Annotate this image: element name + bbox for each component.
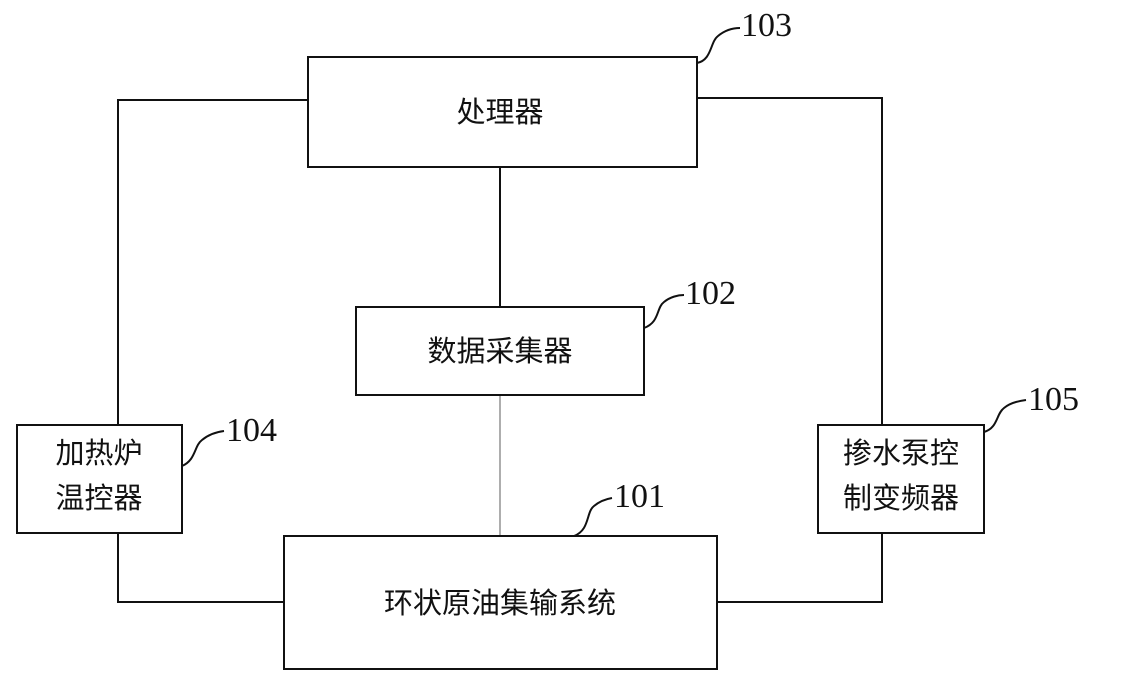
ref-105: 105	[1028, 381, 1079, 418]
leader-102	[643, 294, 685, 329]
data-collector-label: 数据采集器	[427, 334, 572, 368]
connection-lines	[117, 97, 883, 603]
heater-temp-controller-box	[16, 424, 183, 534]
link-heater-controller-to-oil-system	[117, 533, 284, 603]
oil-gathering-system-block: 环状原油集输系统	[283, 535, 718, 670]
link-pump-controller-to-oil-system	[717, 533, 883, 603]
ref-104: 104	[226, 412, 277, 449]
data-collector-box	[355, 306, 645, 396]
oil-gathering-system-label: 环状原油集输系统	[384, 586, 616, 620]
leader-105	[983, 399, 1027, 433]
processor-label: 处理器	[456, 95, 543, 129]
ref-103: 103	[741, 7, 792, 44]
pump-freq-converter-box	[817, 424, 985, 534]
link-processor-to-heater-controller	[117, 99, 308, 425]
heater-temp-controller-block: 加热炉 温控器	[16, 424, 183, 534]
link-processor-to-pump-controller	[697, 97, 883, 425]
oil-gathering-system-box	[283, 535, 718, 670]
leader-104	[181, 430, 225, 467]
processor-box	[307, 56, 698, 168]
pump-freq-converter-block: 掺水泵控 制变频器	[817, 424, 985, 534]
pump-freq-converter-label-line1: 掺水泵控	[843, 436, 959, 470]
leader-103	[696, 27, 741, 64]
pump-freq-converter-label-line2: 制变频器	[843, 481, 959, 515]
processor-block: 处理器	[307, 56, 698, 168]
leader-101	[573, 497, 613, 537]
heater-temp-controller-label-line2: 温控器	[55, 481, 142, 515]
data-collector-block: 数据采集器	[355, 306, 645, 396]
ref-102: 102	[685, 275, 736, 312]
heater-temp-controller-label-line1: 加热炉	[55, 436, 142, 470]
reference-leaders	[181, 27, 1027, 537]
ref-101: 101	[614, 478, 665, 515]
